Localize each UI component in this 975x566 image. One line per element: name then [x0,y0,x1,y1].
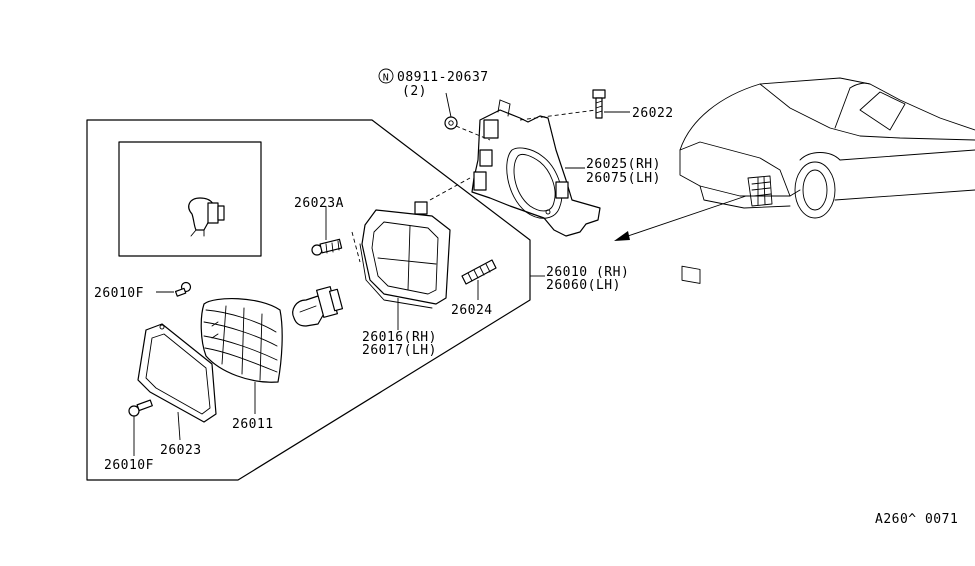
label-26017-lh: 26017(LH) [362,343,437,358]
arrowhead-icon [614,231,630,241]
bulb-detail-icon [188,197,225,237]
assembly-boundary [86,119,531,481]
headlamp-housing [359,201,451,309]
label-26025-rh: 26025(RH) [586,157,661,172]
label-26075-lh: 26075(LH) [586,171,661,186]
retaining-ring-26023 [137,323,217,423]
headlamp-bulb-icon [292,286,344,327]
adjuster-spring-26024-icon [461,259,497,285]
label-26022: 26022 [632,106,674,121]
label-26060-lh: 26060(LH) [546,278,621,293]
vehicle-front-view [679,77,975,284]
label-08911-qty: (2) [402,84,427,99]
screw-26010f-top-icon [174,281,192,297]
mounting-bracket [471,99,601,237]
label-26010-rh: 26010 (RH) [546,265,629,280]
nut-08911-icon [444,116,458,130]
label-26011: 26011 [232,417,274,432]
label-26010f-bottom: 26010F [104,458,154,473]
diagram-code: A260^ 0071 [875,512,958,527]
bulb-detail-box [118,141,262,257]
label-26024: 26024 [451,303,493,318]
location-arrow [621,195,747,239]
label-26023a: 26023A [294,196,344,211]
label-08911-20637: 08911-20637 [397,70,489,85]
screw-26010f-bottom-icon [128,399,153,417]
label-26010f-top: 26010F [94,286,144,301]
bolt-26022-icon [592,89,606,119]
nissan-symbol-icon: N [378,68,394,84]
label-26023: 26023 [160,443,202,458]
screw-26023a-icon [311,238,343,256]
label-26016-rh: 26016(RH) [362,330,437,345]
nissan-symbol-text: N [383,73,390,84]
sealed-beam-lamp [200,298,283,383]
